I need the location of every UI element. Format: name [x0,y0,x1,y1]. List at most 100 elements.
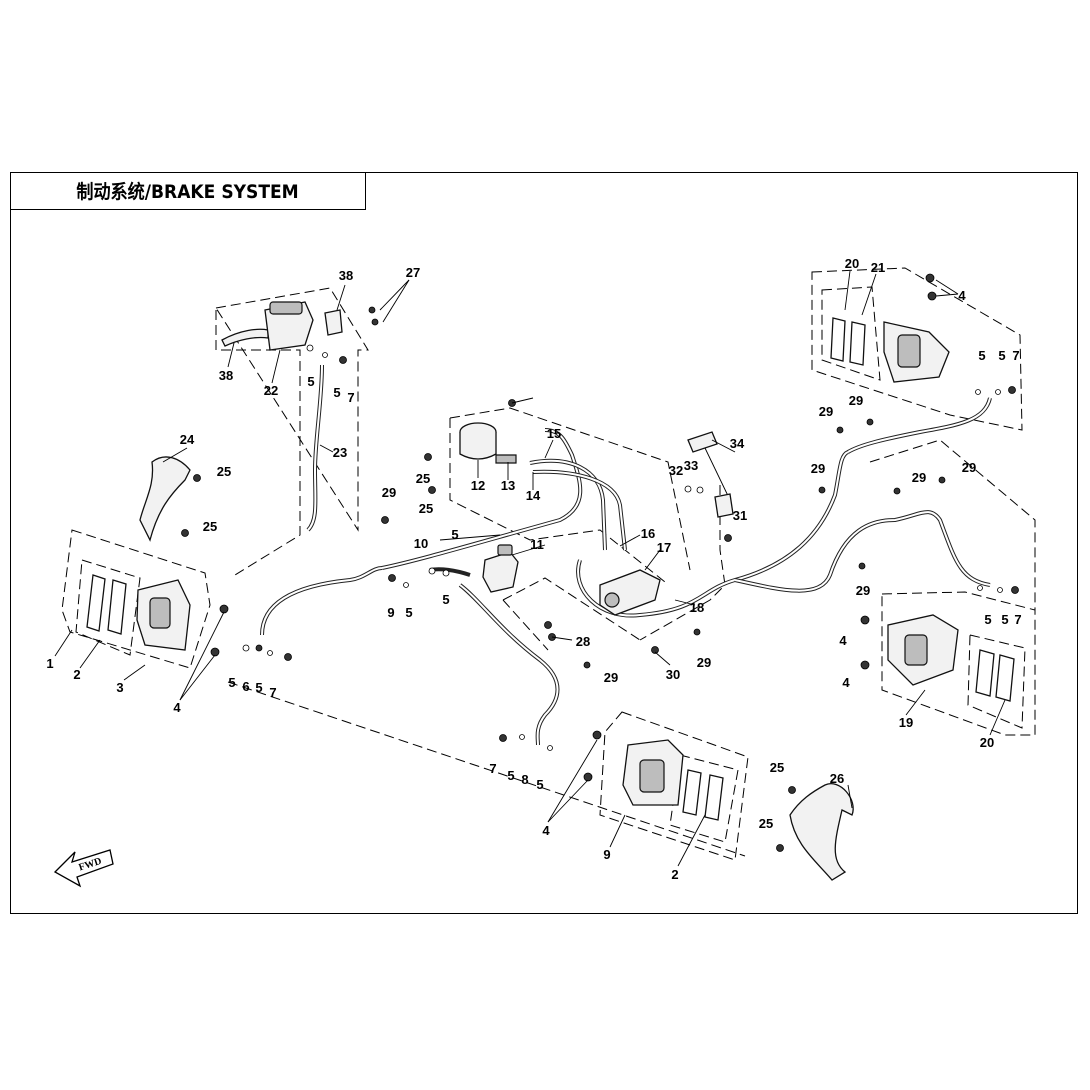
callout-25: 24 [180,432,195,447]
leader [989,699,1006,736]
callout-1: 1 [46,656,53,671]
right-lower-caliper-piston [904,634,928,666]
right-lower-pad-group-outline [967,634,1026,729]
callout-29: 28 [576,634,590,649]
right-front-caliper-group-outline [811,267,1023,431]
right-hose-ref-line [869,439,1036,610]
callout-30: 29 [962,460,976,475]
brake-lines [260,364,992,746]
right-lower-line-core [734,511,991,592]
nut [776,844,784,852]
washer [322,352,328,358]
callout-12: 11 [530,537,544,552]
leader [551,636,573,641]
right-front-pad-a [830,317,846,362]
brake-pedal-35 [687,431,718,453]
callout-24: 23 [333,445,347,460]
callout-4: 4 [542,823,550,838]
leader [511,544,546,556]
leader [179,654,216,701]
front-left-pad-a [86,574,106,632]
bolt [371,318,379,326]
callout-5: 5 [405,605,412,620]
callout-7: 7 [1014,612,1021,627]
callout-38: 38 [339,268,353,283]
bolt [860,615,870,625]
callout-30: 29 [697,655,711,670]
fasteners [181,273,1019,852]
nut [193,474,201,482]
callout-26: 25 [217,464,231,479]
leader [271,349,281,384]
washer [995,389,1001,395]
bolt [368,306,376,314]
brake-pedal-arm [704,447,731,501]
callout-5: 5 [228,675,235,690]
callout-35: 34 [730,436,745,451]
foot-brake-master-18 [599,569,661,616]
callout-18: 17 [657,540,671,555]
front-left-brake-line-core [261,567,383,636]
master-cylinder-ref-line [215,310,301,576]
cable-11 [439,534,501,541]
group-outlines [61,267,1036,861]
rear-caliper-piston [639,759,665,793]
callout-26: 25 [759,816,773,831]
leader [544,439,554,459]
callout-labels: 1 2 3 4 5 6 5 7 38 22 5 5 7 38 27 23 24 … [46,256,1021,882]
master-to-junction-line-core [381,429,582,569]
callout-30: 29 [856,583,870,598]
reservoir-ref-line [449,418,666,583]
rear-pad-a [682,769,702,816]
right-front-pad-b [849,321,866,366]
clip [381,516,389,524]
leader [905,689,926,716]
callout-5: 5 [307,374,314,389]
leader [319,444,334,453]
callout-10: 9 [387,605,394,620]
callout-30: 29 [819,404,833,419]
components: FWD [53,301,1015,888]
banjo-bolt [255,644,263,652]
washer [684,485,692,493]
callout-2: 2 [671,867,678,882]
pedal-bracket-32 [714,493,734,518]
washer [306,344,314,352]
reservoir-bracket-14 [495,454,517,464]
callout-32: 31 [733,508,747,523]
leader [677,814,706,867]
bleed-screw [284,653,292,661]
callout-22: 21 [871,260,885,275]
right-front-caliper-piston [897,334,921,368]
washer [975,389,981,395]
clip [818,486,826,494]
callout-19: 18 [690,600,704,615]
callout-26: 25 [419,501,433,516]
master-reservoir-cap [269,301,303,315]
washer [519,734,525,740]
callout-26: 25 [416,471,430,486]
nut [508,399,516,407]
callout-30: 29 [604,670,618,685]
leader-lines [54,270,1006,867]
foot-brake-master-port [604,592,620,608]
callout-30: 29 [912,470,926,485]
line-to-valve [429,567,471,577]
leader [674,599,696,606]
nut [424,453,432,461]
washer [242,644,250,652]
right-front-pad-group-outline [821,286,881,381]
callout-5: 5 [984,612,991,627]
leader [54,629,73,657]
bleed-screw [339,356,347,364]
fwd-arrow-icon: FWD [53,849,114,888]
callout-36: 38 [219,368,233,383]
leader [547,739,598,823]
leader [79,639,101,669]
bolt [592,730,602,740]
callout-30: 29 [382,485,396,500]
callout-7: 7 [1012,348,1019,363]
callout-5: 5 [998,348,1005,363]
reservoir-body [459,432,497,460]
washer [997,587,1003,593]
